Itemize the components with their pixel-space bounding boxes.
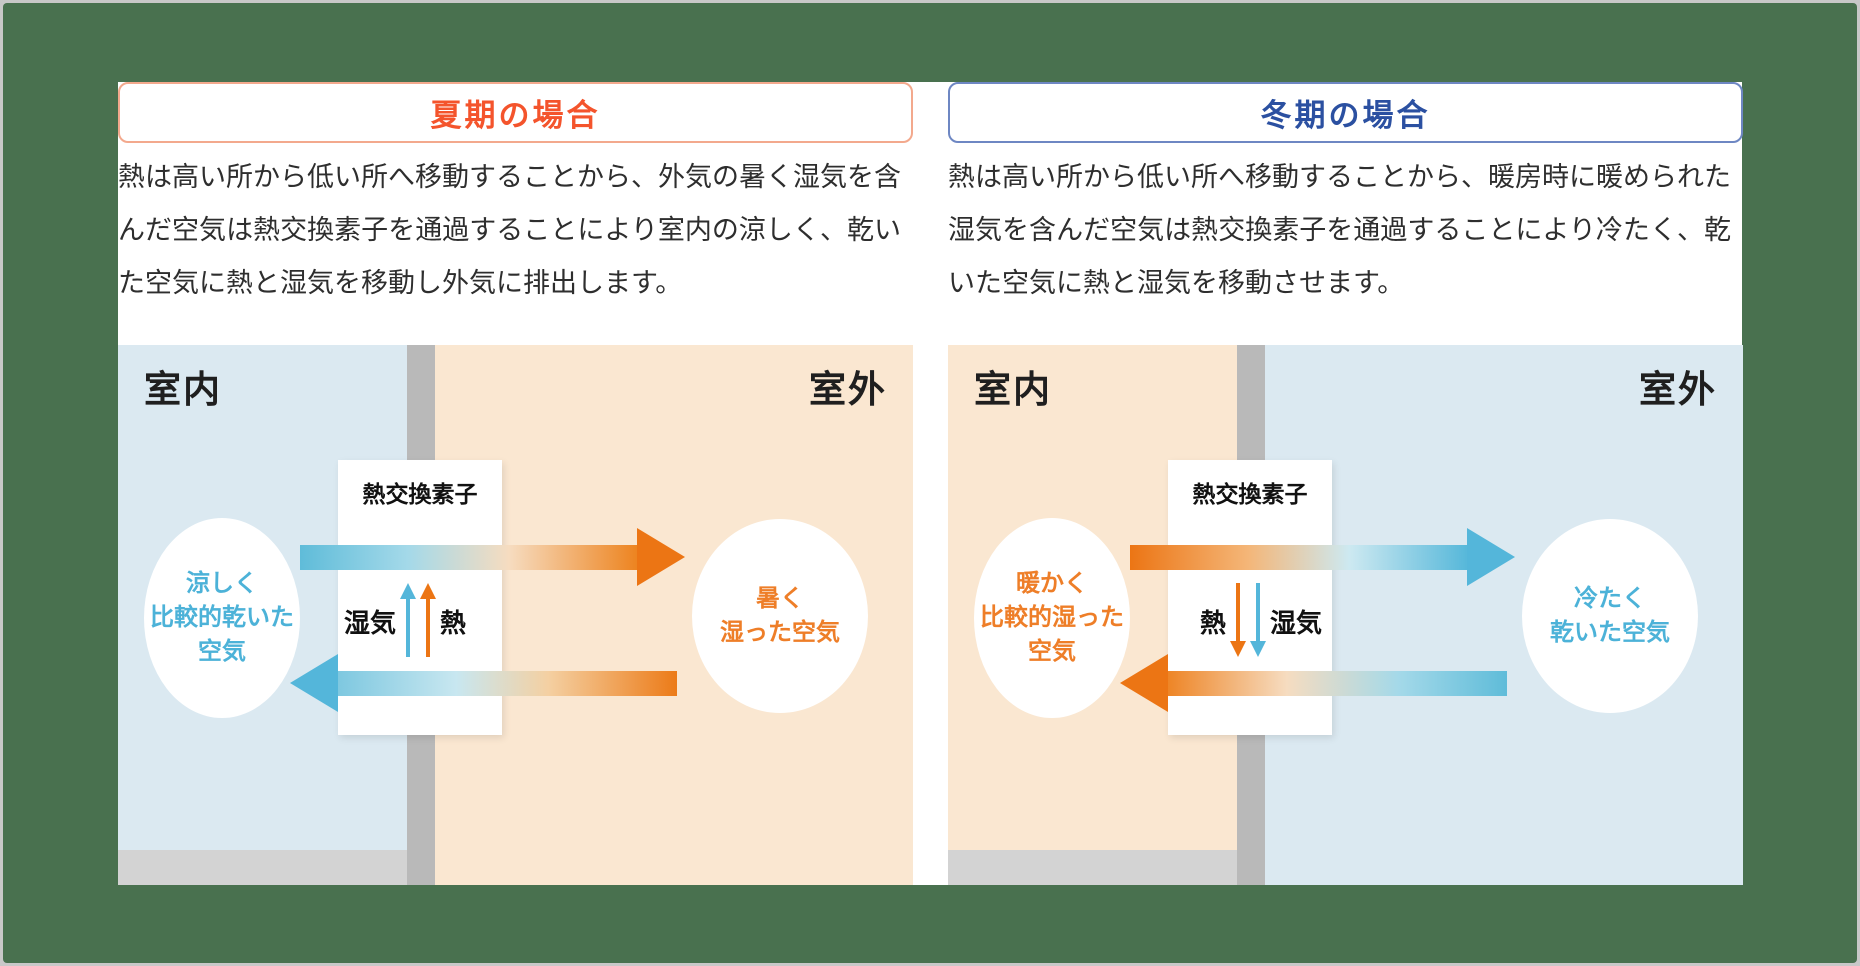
circle-text-line: 湿った空気 (720, 619, 840, 646)
circle-text-line: 比較的湿った (980, 604, 1124, 631)
circle-text-line: 空気 (198, 638, 246, 665)
winter-moisture-down-arrow-icon (1250, 583, 1266, 657)
winter-supply-arrow-shaft (1130, 545, 1467, 570)
summer-description: 熱は高い所から低い所へ移動することから、外気の暑く湿気を含んだ空気は熱交換素子を… (118, 162, 901, 298)
winter-heat-label: 熱 (1199, 608, 1226, 638)
summer-return-arrow-shaft (338, 671, 677, 696)
summer-supply-arrow-shaft (300, 545, 637, 570)
circle-text-line: 比較的乾いた (150, 604, 294, 631)
circle-text-line: 暑く (756, 585, 804, 612)
summer-heat-exchanger-label: 熱交換素子 (362, 481, 478, 507)
content-panel: 夏期の場合 熱は高い所から低い所へ移動することから、外気の暑く湿気を含んだ空気は… (118, 82, 1743, 885)
winter-indoor-air-circle: 暖かく 比較的湿った 空気 (974, 518, 1130, 718)
winter-return-arrow-shaft (1168, 671, 1507, 696)
winter-moisture-label: 湿気 (1270, 608, 1323, 638)
summer-heat-label: 熱 (440, 608, 467, 638)
summer-diagram: 室内 室外 熱交換素子 涼しく 比較的乾いた 空気 暑く 湿った空気 湿気 (118, 345, 913, 885)
circle-text-line: 空気 (1028, 638, 1076, 665)
winter-heat-down-arrow-icon (1230, 583, 1246, 657)
summer-outdoor-air-circle: 暑く 湿った空気 (692, 519, 868, 713)
circle-text-line: 涼しく (186, 570, 258, 597)
winter-title-box: 冬期の場合 (948, 82, 1743, 143)
summer-moisture-label: 湿気 (343, 608, 396, 638)
winter-diagram: 室内 室外 熱交換素子 暖かく 比較的湿った 空気 冷たく 乾いた空気 熱 (948, 345, 1743, 885)
winter-panel: 冬期の場合 熱は高い所から低い所へ移動することから、暖房時に暖められた湿気を含ん… (948, 82, 1743, 885)
circle-text-line: 暖かく (1016, 570, 1088, 597)
winter-title: 冬期の場合 (1260, 98, 1431, 133)
summer-title: 夏期の場合 (430, 98, 601, 133)
summer-indoor-label: 室内 (144, 369, 222, 410)
summer-title-box: 夏期の場合 (118, 82, 913, 143)
summer-moisture-up-arrow-icon (400, 583, 416, 657)
summer-floor-wall (118, 850, 418, 885)
circle-text-line: 乾いた空気 (1550, 619, 1670, 646)
winter-outdoor-air-circle: 冷たく 乾いた空気 (1522, 519, 1698, 713)
summer-panel: 夏期の場合 熱は高い所から低い所へ移動することから、外気の暑く湿気を含んだ空気は… (118, 82, 913, 885)
summer-outdoor-label: 室外 (809, 369, 887, 410)
circle-text-line: 冷たく (1574, 585, 1646, 612)
summer-indoor-air-circle: 涼しく 比較的乾いた 空気 (144, 518, 300, 718)
winter-outdoor-label: 室外 (1639, 369, 1717, 410)
summer-heat-up-arrow-icon (420, 583, 436, 657)
winter-indoor-label: 室内 (974, 369, 1052, 410)
winter-description: 熱は高い所から低い所へ移動することから、暖房時に暖められた湿気を含んだ空気は熱交… (948, 162, 1731, 298)
winter-floor-wall (948, 850, 1248, 885)
winter-heat-exchanger-label: 熱交換素子 (1192, 481, 1308, 507)
